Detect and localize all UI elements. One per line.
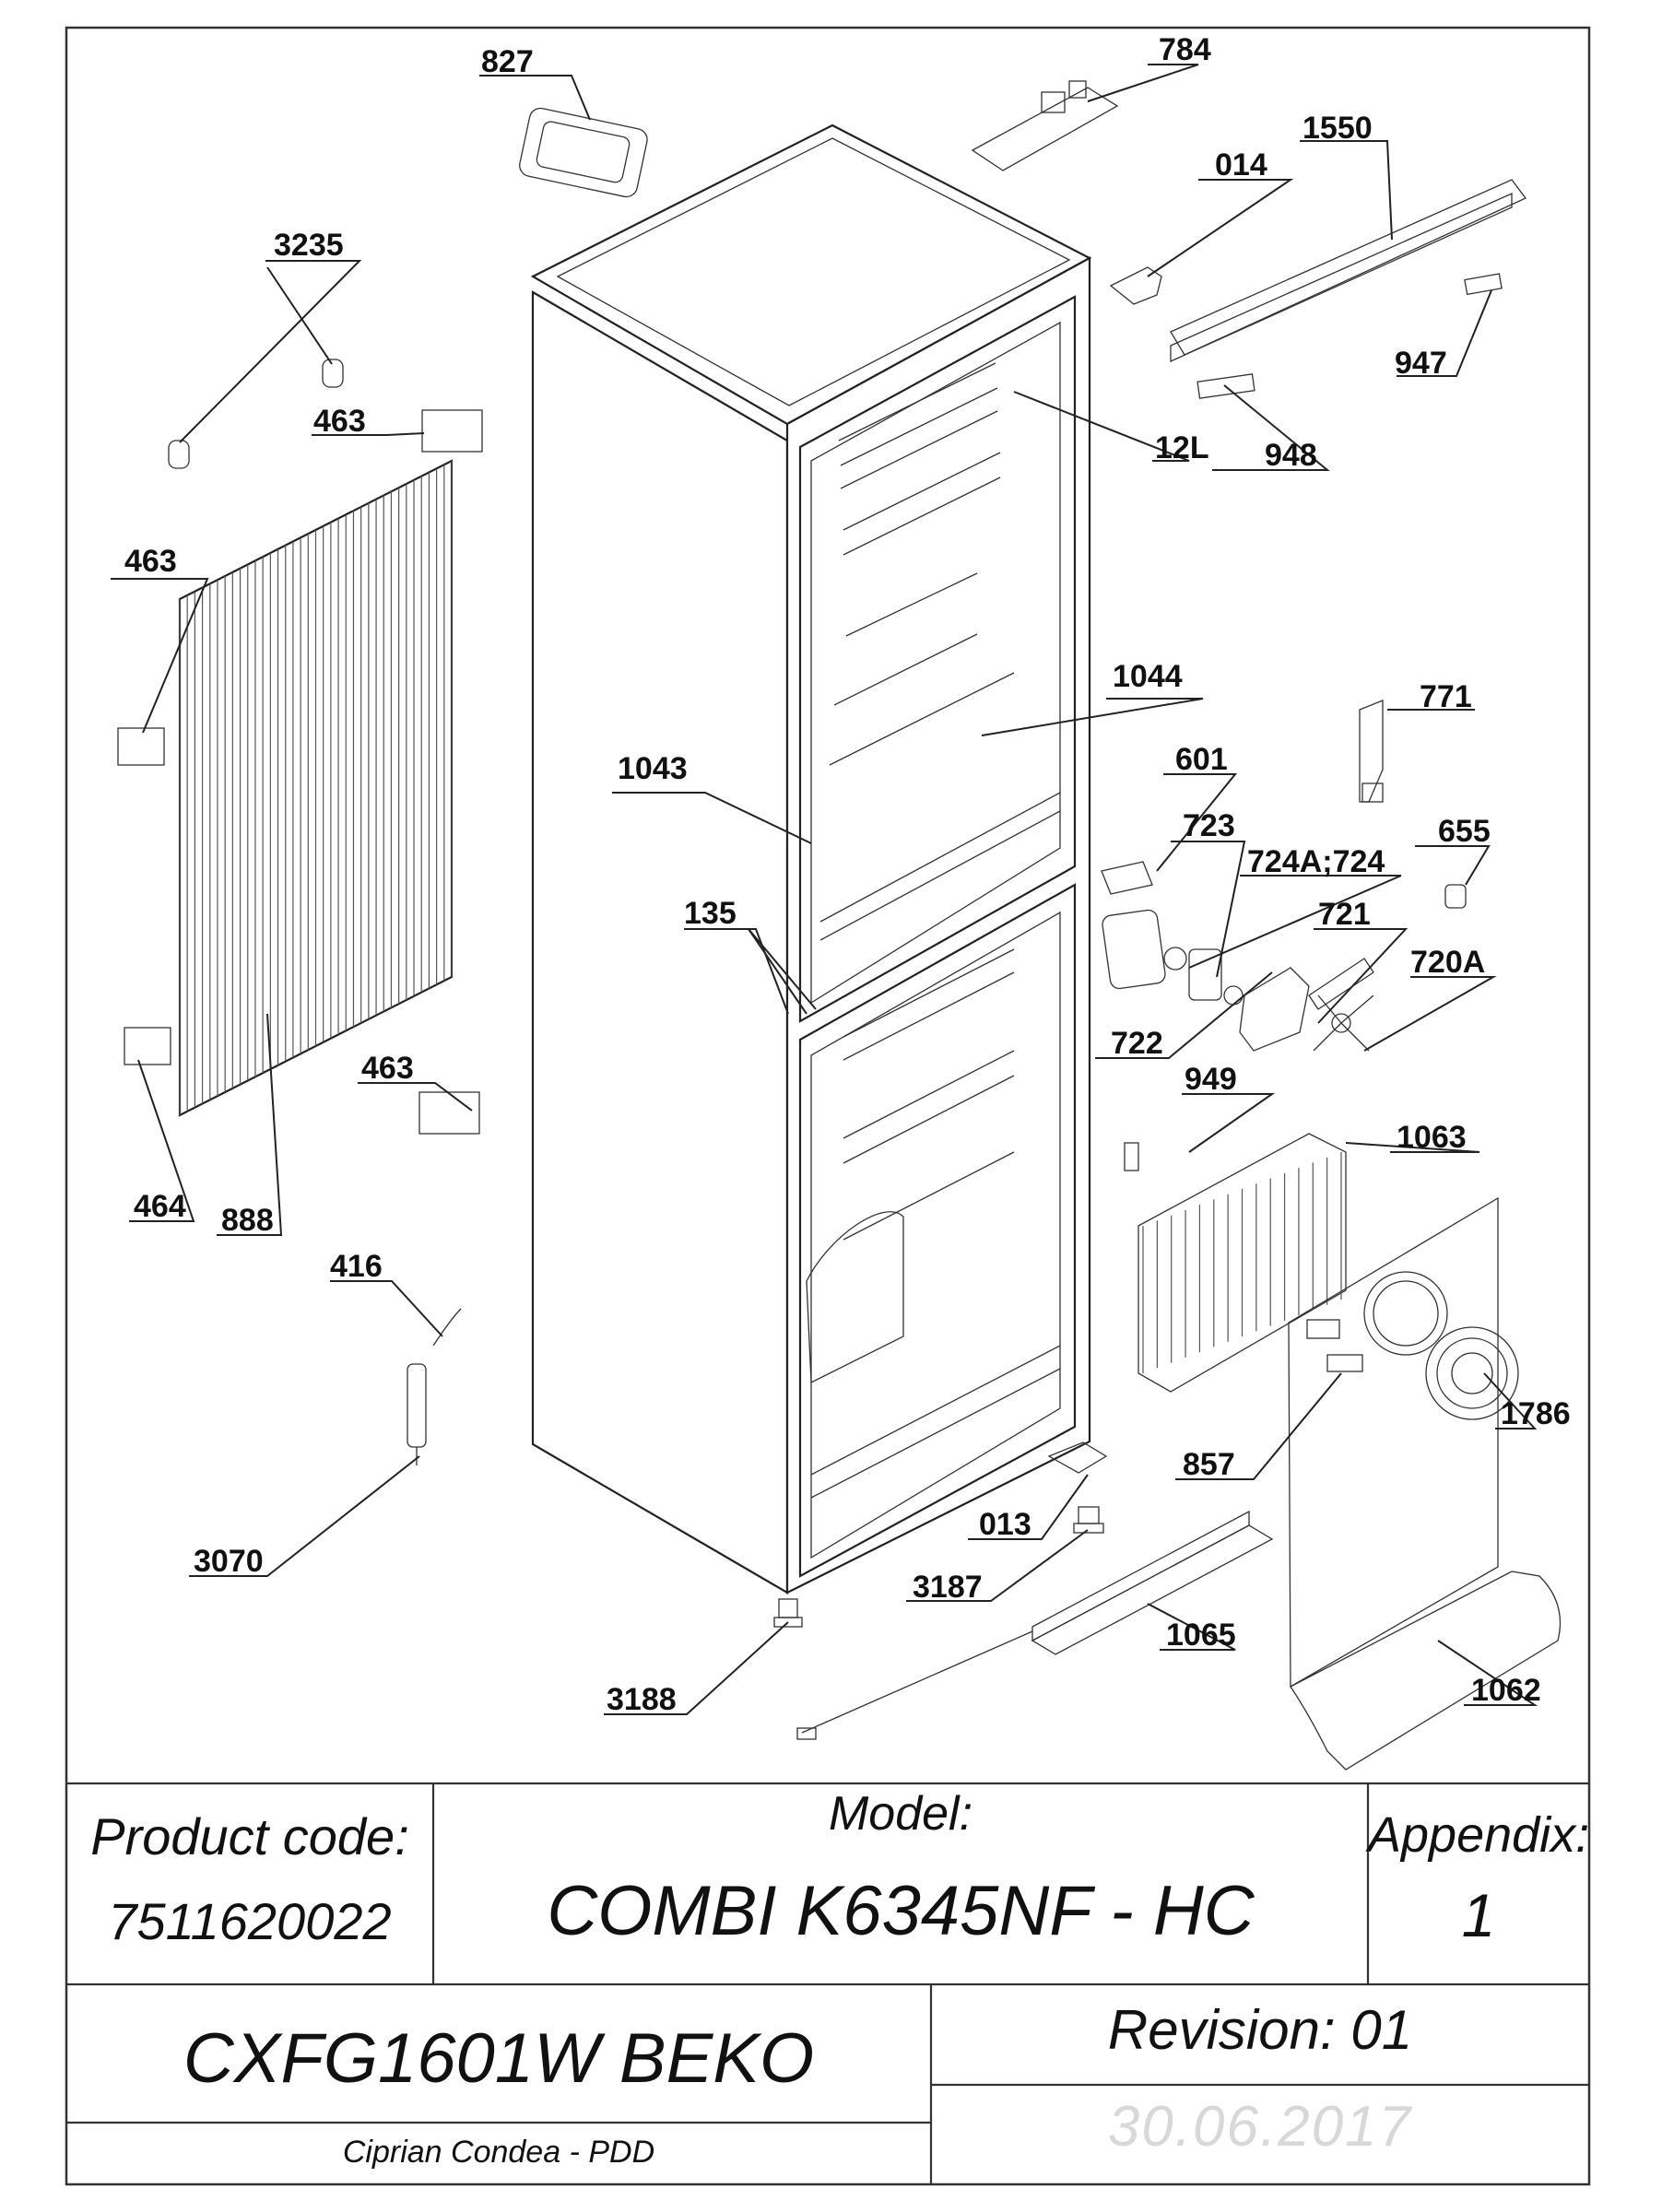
model-value: COMBI K6345NF - HC	[547, 1872, 1255, 1950]
callout-labels: 827 784 1550 014 3235 947 463 12L 948 46…	[124, 32, 1571, 1717]
callout-3235: 3235	[274, 228, 344, 263]
revision-date: 30.06.2017	[1107, 2095, 1413, 2159]
callout-12L: 12L	[1155, 430, 1209, 465]
callout-771: 771	[1420, 679, 1472, 714]
part-827-cover	[519, 107, 648, 198]
callout-1786: 1786	[1501, 1396, 1571, 1431]
appendix-label: Appendix:	[1368, 1807, 1590, 1863]
hinge-013	[1047, 1441, 1108, 1474]
fan-assembly	[1101, 700, 1467, 1052]
callout-1044: 1044	[1113, 659, 1183, 694]
dryer-filter	[407, 1308, 462, 1465]
callout-1063: 1063	[1397, 1120, 1467, 1155]
callout-135: 135	[684, 896, 737, 931]
callout-3187: 3187	[913, 1570, 983, 1605]
revision: Revision: 01	[1107, 1999, 1413, 2061]
callout-3188: 3188	[607, 1682, 677, 1717]
part-784-board	[971, 80, 1119, 171]
appendix-value: 1	[1461, 1881, 1496, 1949]
callout-723: 723	[1183, 808, 1235, 843]
title-block-grid	[66, 1782, 1589, 2184]
callout-416: 416	[330, 1249, 383, 1284]
model-label: Model:	[828, 1787, 973, 1841]
cabinet-body	[530, 124, 1092, 1628]
callout-1062: 1062	[1471, 1673, 1541, 1708]
callout-1550: 1550	[1302, 111, 1373, 146]
callout-463-top: 463	[313, 404, 366, 439]
callout-1065: 1065	[1166, 1618, 1236, 1653]
callout-014: 014	[1215, 147, 1267, 182]
callout-3070: 3070	[194, 1544, 264, 1579]
callout-601: 601	[1175, 742, 1228, 777]
rear-cover	[1288, 1196, 1562, 1771]
callout-463-bottom: 463	[361, 1051, 414, 1086]
leader-lines	[111, 64, 1538, 1715]
callout-947: 947	[1395, 346, 1447, 381]
drain-tray	[796, 1510, 1274, 1740]
callout-013: 013	[979, 1507, 1031, 1542]
callout-784: 784	[1159, 32, 1211, 67]
product-code-label: Product code:	[90, 1807, 409, 1865]
callout-949: 949	[1185, 1062, 1237, 1097]
callout-948: 948	[1265, 438, 1317, 473]
drawing-frame	[65, 26, 1591, 2186]
product-code-value: 7511620022	[108, 1892, 392, 1950]
callout-463-left: 463	[124, 544, 177, 579]
callout-1043: 1043	[618, 751, 688, 786]
callout-722: 722	[1111, 1026, 1163, 1061]
callout-720A: 720A	[1410, 945, 1485, 980]
callout-464: 464	[134, 1189, 186, 1224]
author: Ciprian Condea - PDD	[342, 2135, 655, 2170]
evaporator	[1124, 1133, 1347, 1393]
plugs	[168, 359, 344, 469]
part-1550-trim	[1170, 179, 1527, 363]
callout-888: 888	[221, 1203, 274, 1238]
callout-655: 655	[1438, 814, 1491, 849]
callout-724A-724: 724A;724	[1247, 844, 1385, 879]
variant-name: CXFG1601W BEKO	[183, 2019, 815, 2098]
callout-857: 857	[1183, 1447, 1235, 1482]
callout-827: 827	[481, 44, 534, 79]
callout-721: 721	[1318, 897, 1371, 932]
part-014-hinge	[1109, 266, 1162, 305]
condenser-grid	[117, 409, 483, 1135]
foot-3187	[1073, 1506, 1104, 1534]
